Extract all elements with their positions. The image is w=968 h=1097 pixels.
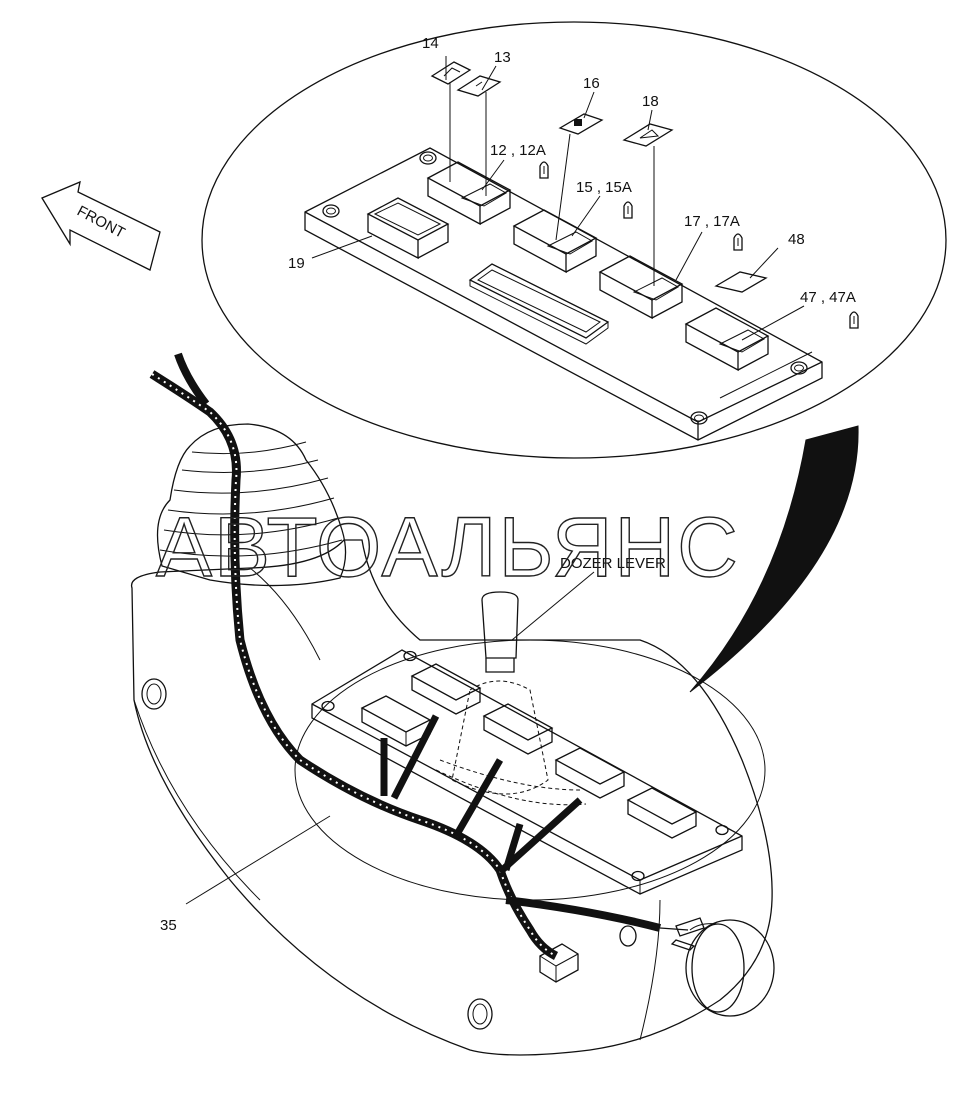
connector-plug xyxy=(539,943,579,983)
bulb-15a xyxy=(623,201,633,219)
screw-hole xyxy=(790,361,808,375)
label-16: 16 xyxy=(583,75,600,92)
terminal-connector xyxy=(670,917,705,951)
bulb-47a xyxy=(849,311,859,329)
label-13: 13 xyxy=(494,49,511,66)
lower-switch-panel xyxy=(311,649,743,895)
switch-panel xyxy=(304,147,823,441)
leader-35 xyxy=(185,815,331,905)
symbol-plate-14 xyxy=(430,61,472,85)
label-14: 14 xyxy=(422,35,439,52)
symbol-plate-18 xyxy=(622,123,674,147)
lower-switch xyxy=(410,663,482,715)
symbol-plate-16 xyxy=(558,113,604,135)
symbol-plate-13 xyxy=(456,75,502,97)
switch-12 xyxy=(426,161,512,226)
lower-switch xyxy=(626,787,698,839)
bulb-12a xyxy=(539,161,549,179)
screw-hole xyxy=(690,411,708,425)
lower-switch xyxy=(360,695,432,747)
switch-19 xyxy=(366,197,450,260)
switch-15 xyxy=(512,209,598,274)
leader-lines xyxy=(311,56,805,341)
label-48: 48 xyxy=(788,231,805,248)
label-17-17a: 17 , 17A xyxy=(684,213,740,230)
label-12-12a: 12 , 12A xyxy=(490,142,546,159)
lower-switch xyxy=(482,703,554,755)
label-dozer-lever: DOZER LEVER xyxy=(560,555,666,572)
bulb-17a xyxy=(733,233,743,251)
label-18: 18 xyxy=(642,93,659,110)
lower-switch xyxy=(554,747,626,799)
console-body xyxy=(130,539,775,1056)
joystick-boot xyxy=(156,423,347,587)
symbol-plate-48 xyxy=(714,271,768,293)
switch-47 xyxy=(684,307,770,372)
mount-hole xyxy=(467,998,493,1030)
detail-ellipse xyxy=(201,21,947,459)
mount-hole xyxy=(141,678,167,710)
screw-hole xyxy=(322,204,340,218)
switch-17 xyxy=(598,255,684,320)
label-35: 35 xyxy=(160,917,177,934)
label-47-47a: 47 , 47A xyxy=(800,289,856,306)
wire-harness xyxy=(149,352,705,983)
screw-hole xyxy=(419,151,437,165)
watermark: АВТОАЛЬЯНС xyxy=(156,500,740,594)
part-labels: 14 13 16 18 12 , 12A 15 , 15A 17 , 17A 4… xyxy=(160,35,856,934)
display-window xyxy=(468,263,610,339)
label-19: 19 xyxy=(288,255,305,272)
detail-callout xyxy=(201,21,947,459)
front-arrow-icon: FRONT xyxy=(41,180,161,271)
leader-dozer xyxy=(511,571,595,641)
label-15-15a: 15 , 15A xyxy=(576,179,632,196)
round-knob xyxy=(685,919,775,1017)
